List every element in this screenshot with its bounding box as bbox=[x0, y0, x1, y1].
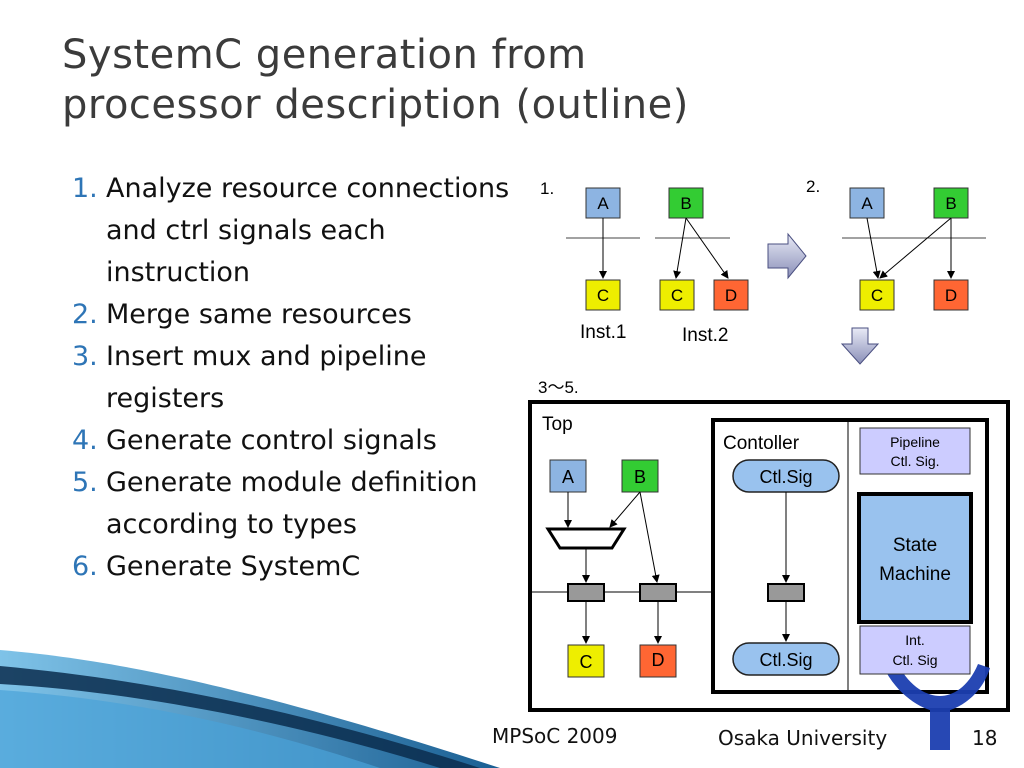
node-d-label: D bbox=[725, 286, 737, 305]
node-b-label: B bbox=[680, 194, 691, 213]
step-text: Generate module definition according to … bbox=[106, 467, 478, 540]
step-text: Generate SystemC bbox=[106, 551, 361, 582]
step-number: 2. bbox=[72, 299, 98, 330]
pipeline-ctl-box bbox=[859, 427, 971, 475]
node-c bbox=[659, 279, 695, 311]
node-c-label: C bbox=[597, 286, 609, 305]
node-a-label: A bbox=[562, 467, 574, 487]
node-b bbox=[933, 187, 969, 219]
int-ctl-box bbox=[859, 625, 971, 675]
right-arrow-icon bbox=[767, 232, 807, 280]
title-line-1: SystemC generation from bbox=[62, 32, 587, 78]
step-text: Generate control signals bbox=[106, 425, 437, 456]
controller-label: Contoller bbox=[723, 433, 800, 454]
step-text: Merge same resources bbox=[106, 299, 412, 330]
step-number: 1. bbox=[72, 173, 98, 204]
pipeline-ctl-line2: Ctl. Sig. bbox=[890, 453, 939, 469]
title-line-2: processor description (outline) bbox=[62, 82, 689, 128]
step-number: 4. bbox=[72, 425, 98, 456]
node-c-label: C bbox=[580, 652, 593, 672]
edge-arrow bbox=[866, 217, 881, 279]
state-machine-line2: Machine bbox=[879, 564, 951, 585]
state-machine-box bbox=[857, 492, 973, 624]
node-b-label: B bbox=[945, 194, 956, 213]
node-b bbox=[668, 187, 704, 219]
inst1-label: Inst.1 bbox=[580, 322, 626, 343]
int-ctl-line2: Ctl. Sig bbox=[892, 652, 937, 668]
step-number: 3. bbox=[72, 341, 98, 372]
node-c bbox=[859, 279, 895, 311]
step-item: 2. Merge same resources bbox=[72, 294, 522, 336]
step-item: 1. Analyze resource connections and ctrl … bbox=[72, 168, 522, 294]
top-label: Top bbox=[542, 414, 573, 435]
step-text: Analyze resource connections and ctrl si… bbox=[106, 173, 510, 288]
mux-shape bbox=[545, 527, 627, 550]
edge-arrow bbox=[673, 217, 687, 279]
step-text: Insert mux and pipeline registers bbox=[106, 341, 427, 414]
inst2-label: Inst.2 bbox=[682, 325, 728, 346]
step-item: 3. Insert mux and pipeline registers bbox=[72, 336, 522, 420]
ctl-sig-label: Ctl.Sig bbox=[759, 467, 812, 487]
step-item: 5. Generate module definition according t… bbox=[72, 462, 522, 546]
node-c-label: C bbox=[671, 286, 683, 305]
edge-arrow bbox=[879, 217, 952, 279]
step-number: 6. bbox=[72, 551, 98, 582]
node-b-label: B bbox=[634, 467, 646, 487]
pipeline-register bbox=[639, 583, 677, 602]
edge-arrow bbox=[639, 491, 660, 583]
pipeline-ctl-line1: Pipeline bbox=[890, 434, 940, 450]
decorative-swoosh bbox=[0, 650, 500, 768]
footer-right: Osaka University bbox=[718, 726, 888, 750]
controller-box bbox=[711, 418, 989, 694]
edge-arrow bbox=[685, 217, 729, 279]
ctl-sig-bottom bbox=[732, 642, 840, 676]
node-a bbox=[849, 187, 885, 219]
node-c bbox=[585, 279, 621, 311]
page-number: 18 bbox=[972, 726, 998, 750]
node-d-label: D bbox=[652, 650, 665, 670]
steps-list: 1. Analyze resource connections and ctrl … bbox=[72, 168, 522, 588]
step-item: 6. Generate SystemC bbox=[72, 546, 522, 588]
osaka-university-logo bbox=[884, 664, 990, 750]
slide-title: SystemC generation from processor descri… bbox=[62, 30, 962, 130]
node-d-label: D bbox=[945, 286, 957, 305]
down-arrow-icon bbox=[840, 327, 880, 365]
step35-label: 3〜5. bbox=[538, 378, 579, 397]
pipeline-register bbox=[767, 583, 805, 602]
node-c bbox=[567, 644, 605, 678]
node-a-label: A bbox=[597, 194, 609, 213]
ctl-sig-label: Ctl.Sig bbox=[759, 650, 812, 670]
state-machine-line1: State bbox=[893, 535, 937, 556]
int-ctl-line1: Int. bbox=[905, 632, 924, 648]
node-d bbox=[639, 644, 677, 678]
node-a-label: A bbox=[861, 194, 873, 213]
node-d bbox=[713, 279, 749, 311]
step-item: 4. Generate control signals bbox=[72, 420, 522, 462]
node-b bbox=[621, 459, 659, 493]
step1-label: 1. bbox=[540, 179, 554, 198]
step-number: 5. bbox=[72, 467, 98, 498]
step2-label: 2. bbox=[806, 177, 820, 196]
node-c-label: C bbox=[871, 286, 883, 305]
pipeline-register bbox=[567, 583, 605, 602]
edge-arrow bbox=[609, 491, 641, 528]
footer-left: MPSoC 2009 bbox=[492, 724, 618, 748]
node-d bbox=[933, 279, 969, 311]
